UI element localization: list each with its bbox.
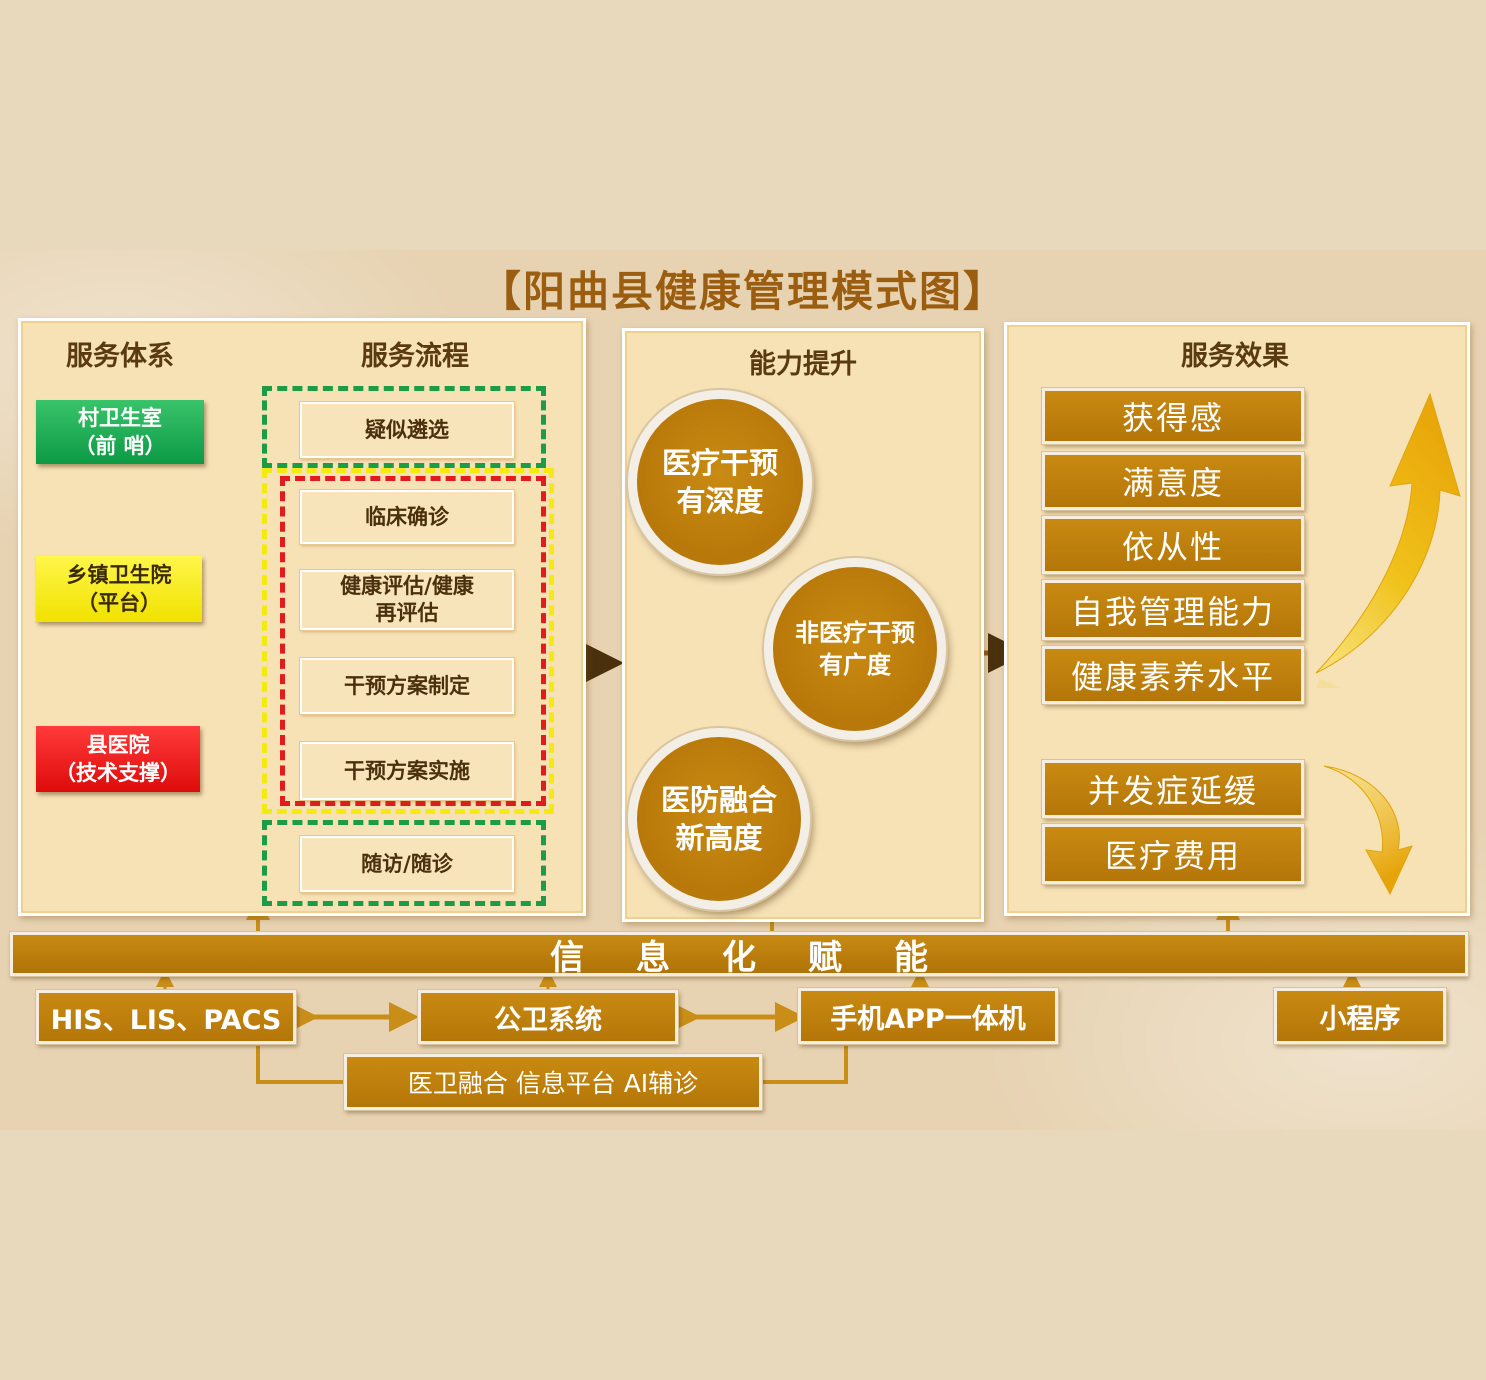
township-zone: [262, 468, 554, 814]
level-role: （技术支撑）: [55, 761, 181, 785]
step-label: 干预方案实施: [344, 758, 470, 783]
integrated-info-platform-box: 医卫融合 信息平台 AI辅诊: [344, 1054, 762, 1110]
effect-header: 服务效果: [1181, 341, 1289, 372]
increase-arrow-icon: [1315, 392, 1461, 688]
circle-label-line2: 有深度: [676, 484, 764, 518]
circle-nonmedical-intervention: 非医疗干预 有广度: [764, 558, 946, 740]
level-role: （平台）: [77, 591, 161, 615]
village-zone-top: [262, 386, 546, 468]
step-label: 干预方案制定: [344, 673, 470, 698]
effect-item-satisfaction: 满意度: [1042, 452, 1304, 510]
circle-medical-prevention-integration: 医防融合 新高度: [628, 728, 810, 910]
village-zone-bottom: [262, 820, 546, 906]
info-empowerment-label: 信息化赋能: [550, 937, 980, 978]
step-suspect-screening: 疑似遴选: [300, 402, 514, 458]
county-zone: [280, 476, 546, 806]
level-name: 乡镇卫生院: [66, 563, 172, 587]
level-county-hospital: 县医院 （技术支撑）: [36, 726, 200, 792]
step-intervention-plan: 干预方案制定: [300, 658, 514, 714]
effect-item-health-literacy: 健康素养水平: [1042, 646, 1304, 704]
effect-item-sense-of-gain: 获得感: [1042, 388, 1304, 444]
mobile-app-terminal-box: 手机APP一体机: [798, 988, 1058, 1044]
mini-program-box: 小程序: [1274, 988, 1446, 1044]
level-village-clinic: 村卫生室 （前 哨）: [36, 400, 204, 464]
step-label-line2: 再评估: [375, 601, 439, 625]
step-label: 健康评估/健康: [340, 574, 474, 598]
level-name: 县医院: [86, 733, 150, 757]
step-follow-up: 随访/随诊: [300, 836, 514, 892]
level-township-hospital: 乡镇卫生院 （平台）: [36, 556, 202, 622]
step-label: 疑似遴选: [365, 417, 449, 442]
platform-connector-right: [762, 1046, 848, 1084]
level-role: （前 哨）: [74, 434, 166, 458]
effect-item-complication-delay: 并发症延缓: [1042, 760, 1304, 818]
step-label: 随访/随诊: [361, 851, 453, 876]
level-name: 村卫生室: [78, 406, 162, 430]
info-empowerment-bar: 信息化赋能: [10, 932, 1468, 978]
capacity-header: 能力提升: [749, 349, 857, 380]
effect-item-compliance: 依从性: [1042, 516, 1304, 574]
step-intervention-implement: 干预方案实施: [300, 742, 514, 800]
service-system-header: 服务体系: [66, 341, 174, 372]
circle-medical-intervention: 医疗干预 有深度: [628, 390, 812, 574]
circle-label-line2: 有广度: [819, 651, 891, 679]
decrease-arrow-icon: [1323, 765, 1413, 896]
platform-connector-left: [256, 1046, 344, 1084]
step-health-assessment: 健康评估/健康 再评估: [300, 570, 514, 630]
public-health-system-box: 公卫系统: [418, 990, 678, 1044]
his-lis-pacs-box: HIS、LIS、PACS: [36, 990, 296, 1044]
circle-label: 医疗干预: [661, 446, 778, 480]
service-process-header: 服务流程: [361, 341, 469, 372]
step-clinical-diagnosis: 临床确诊: [300, 490, 514, 544]
circle-label: 非医疗干预: [795, 619, 915, 647]
page-title: 【阳曲县健康管理模式图】: [478, 267, 1007, 316]
step-label: 临床确诊: [365, 504, 449, 529]
circle-label: 医防融合: [660, 783, 777, 817]
effect-item-medical-cost: 医疗费用: [1042, 824, 1304, 884]
effect-item-self-management: 自我管理能力: [1042, 580, 1304, 640]
circle-label-line2: 新高度: [675, 821, 763, 855]
